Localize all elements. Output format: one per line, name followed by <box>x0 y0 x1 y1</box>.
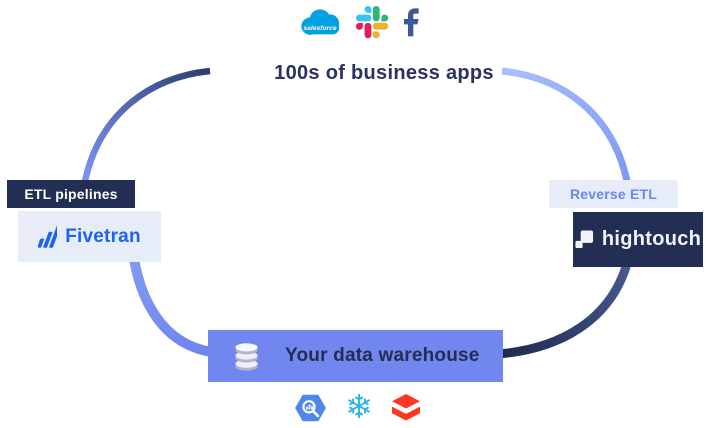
arc-apps-to-etl <box>80 67 211 187</box>
warehouse-bar: Your data warehouse <box>208 330 503 382</box>
reverse-etl-tag: Reverse ETL <box>549 180 678 208</box>
slack-icon <box>356 6 389 39</box>
hightouch-card: hightouch <box>573 212 703 267</box>
snowflake-glyph-char: ❄ <box>345 387 373 426</box>
fivetran-wordmark: Fivetran <box>65 225 141 247</box>
arc-warehouse-to-reverse-etl <box>497 258 633 359</box>
arc-etl-to-warehouse <box>128 251 213 357</box>
fivetran-icon <box>38 225 58 248</box>
bigquery-icon <box>295 394 326 422</box>
database-icon <box>235 342 258 371</box>
snowflake-icon: ❄ <box>340 388 378 426</box>
salesforce-icon: salesforce <box>301 9 340 35</box>
reverse-etl-label: Reverse ETL <box>569 186 658 202</box>
etl-pipelines-label: ETL pipelines <box>24 186 118 202</box>
fivetran-card: Fivetran <box>18 211 161 262</box>
hightouch-icon <box>575 230 593 249</box>
warehouse-label: Your data warehouse <box>285 345 480 366</box>
hightouch-wordmark: hightouch <box>601 228 702 250</box>
databricks-icon <box>392 394 420 421</box>
svg-text:salesforce: salesforce <box>303 25 337 32</box>
arc-reverse-etl-to-apps <box>501 67 632 187</box>
facebook-icon <box>404 8 419 37</box>
business-apps-title: 100s of business apps <box>274 62 494 84</box>
etl-pipelines-tag: ETL pipelines <box>7 180 135 208</box>
